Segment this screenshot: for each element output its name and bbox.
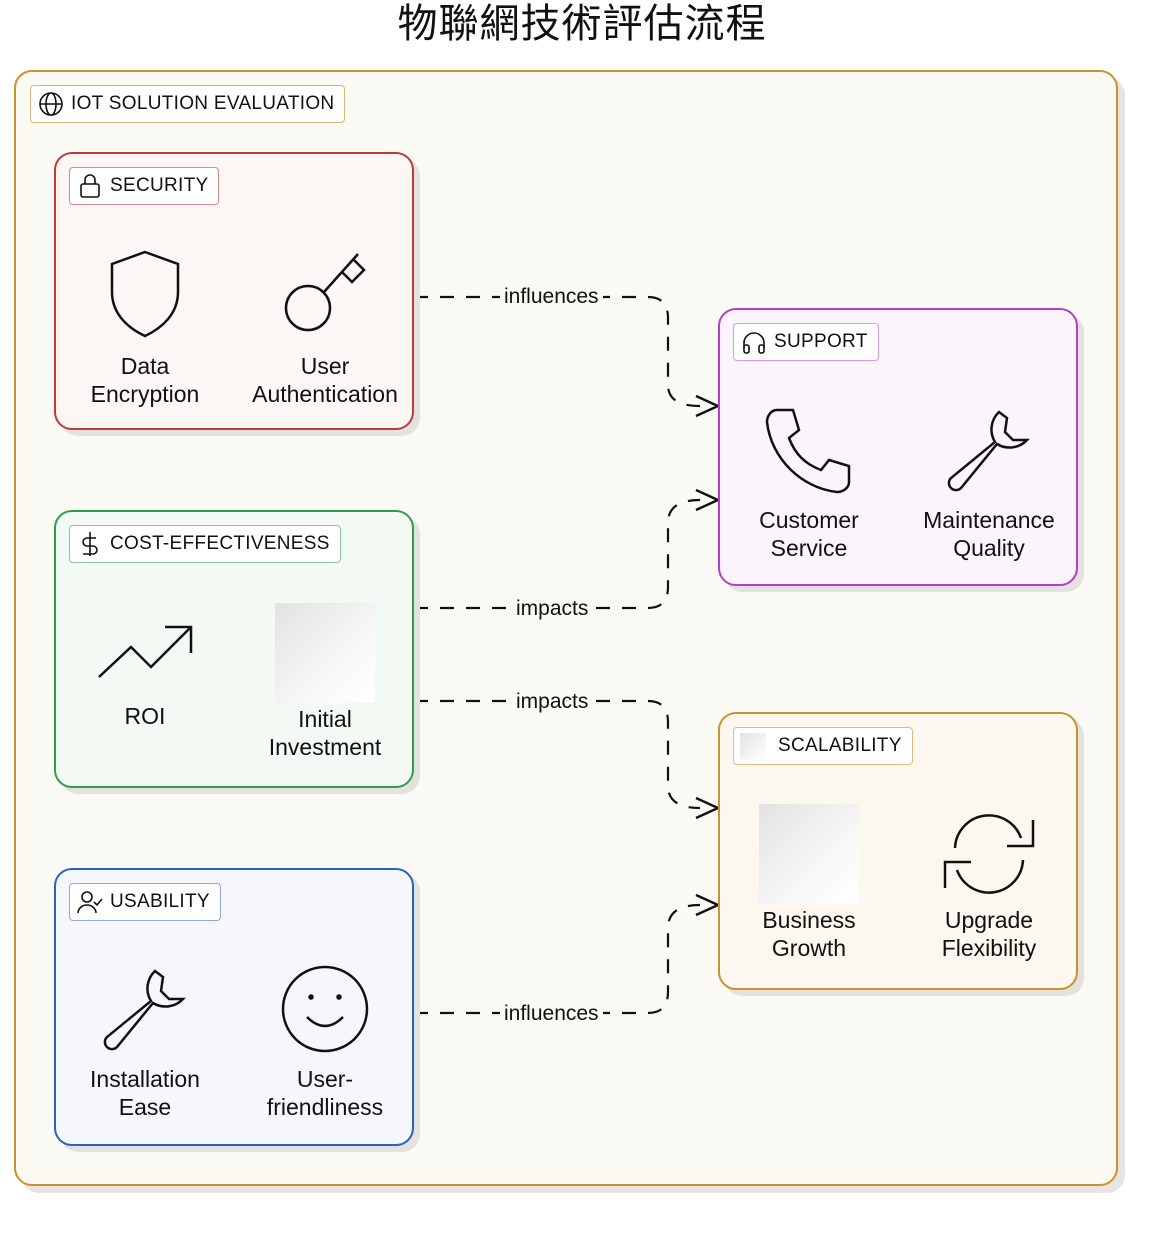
phone-icon: [765, 408, 851, 494]
cost-label: COST-EFFECTIVENESS: [110, 533, 330, 554]
globe-icon: [39, 92, 63, 116]
item-user-friendliness: User-friendliness: [235, 963, 415, 1121]
lock-icon: [80, 174, 100, 198]
container-label: IOT SOLUTION EVALUATION: [71, 93, 335, 114]
diagram-title: 物聯網技術評估流程: [397, 1, 767, 47]
edge-label: impacts: [512, 689, 593, 715]
wrench-icon: [103, 969, 186, 1051]
edge-label: influences: [500, 1001, 603, 1027]
item-label: ROI: [124, 703, 166, 729]
security-label: SECURITY: [110, 175, 209, 196]
edge-security-support: [414, 295, 701, 408]
image-placeholder: [275, 603, 375, 703]
shield-icon: [110, 250, 180, 338]
edge-label: influences: [500, 284, 603, 310]
headphones-icon: [743, 332, 765, 354]
edge-cost-scalability: [414, 699, 701, 810]
edge-label: impacts: [512, 596, 593, 622]
container-tag: IOT SOLUTION EVALUATION: [30, 85, 346, 123]
user-check-icon: [77, 891, 103, 914]
support-tag: SUPPORT: [733, 323, 879, 361]
dollar-icon: [82, 532, 98, 556]
trending-up-icon: [98, 625, 193, 678]
key-icon: [284, 253, 366, 332]
edge-cost-support: [414, 498, 701, 610]
support-label: SUPPORT: [774, 331, 868, 352]
image-placeholder: [740, 733, 766, 759]
refresh-icon: [943, 814, 1035, 894]
scalability-label: SCALABILITY: [778, 735, 902, 756]
item-label: User-friendliness: [266, 1066, 384, 1120]
usability-tag: USABILITY: [69, 883, 221, 921]
security-tag: SECURITY: [69, 167, 220, 205]
smile-icon: [281, 965, 369, 1053]
edge-usability-scalability: [414, 903, 701, 1015]
item-roi: ROI: [55, 605, 235, 730]
cost-tag: COST-EFFECTIVENESS: [69, 525, 341, 563]
image-placeholder: [759, 804, 859, 904]
usability-label: USABILITY: [110, 891, 210, 912]
scalability-tag: SCALABILITY: [733, 727, 913, 765]
wrench-icon: [947, 410, 1030, 492]
